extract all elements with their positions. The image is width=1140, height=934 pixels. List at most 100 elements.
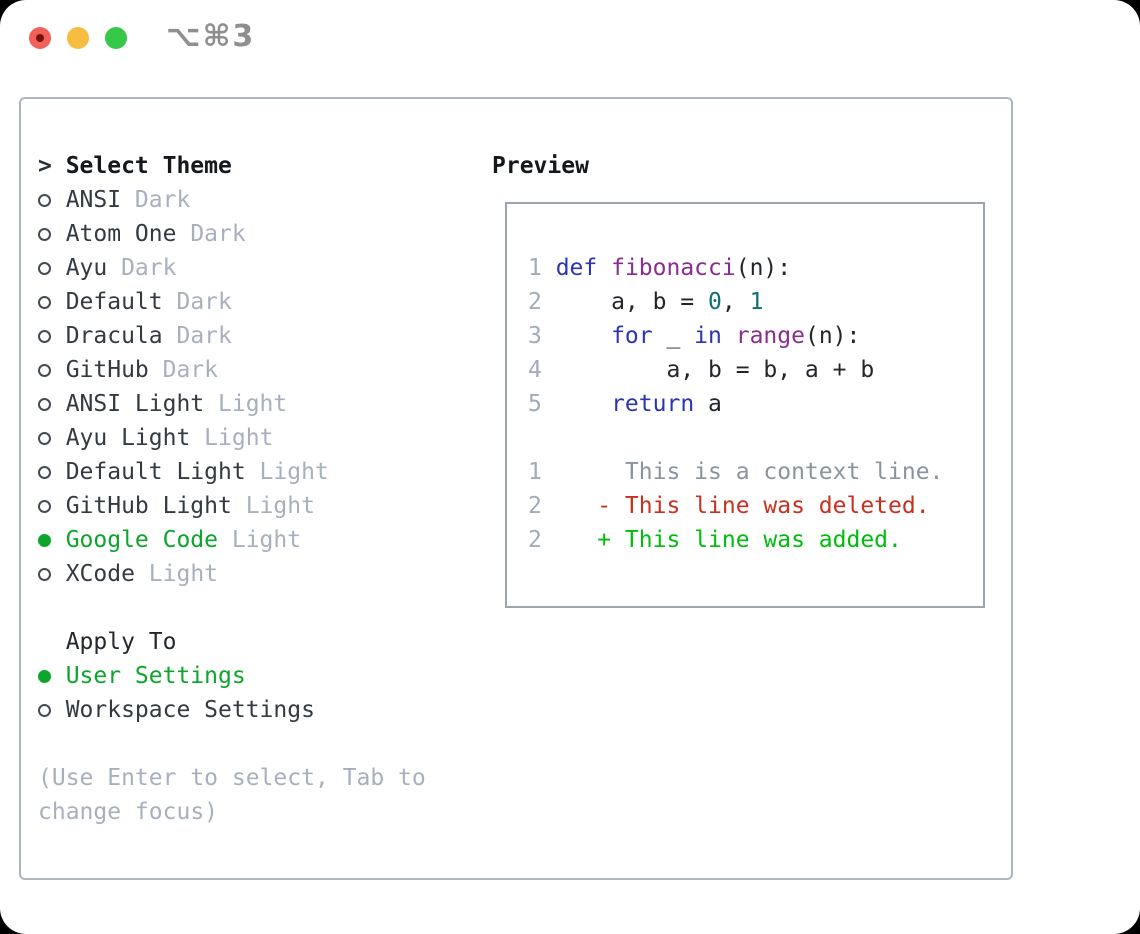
theme-variant-tag: Light: [245, 493, 315, 519]
radio-selected-icon: [38, 533, 66, 547]
diff-line-ctx: 1 This is a context line.: [528, 455, 983, 489]
diff-line-del: 2 - This line was deleted.: [528, 489, 983, 523]
theme-name: ANSI Light: [65, 391, 205, 417]
radio-icon: [38, 703, 66, 717]
code-token: a, b =: [555, 289, 709, 315]
theme-variant-tag: Light: [148, 561, 219, 587]
theme-name: Google Code: [65, 527, 219, 553]
theme-variant-tag: Light: [218, 391, 288, 417]
code-line: 1 def fibonacci(n):: [528, 251, 983, 285]
code-token: range: [735, 323, 805, 349]
line-number: 1: [528, 255, 542, 281]
radio-icon: [38, 363, 66, 377]
code-token: return: [611, 391, 695, 417]
diff-line-add: 2 + This line was added.: [528, 523, 983, 557]
diff-text: + This line was added.: [555, 527, 902, 553]
apply-option-user-settings[interactable]: User Settings: [38, 659, 453, 693]
code-token: for: [611, 323, 653, 349]
theme-option-ansi-light[interactable]: ANSI Light Light: [38, 387, 453, 421]
radio-icon: [38, 465, 66, 479]
theme-option-xcode[interactable]: XCode Light: [38, 557, 453, 591]
code-token: ,: [721, 289, 750, 315]
theme-variant-tag: Dark: [162, 357, 219, 383]
code-token: def: [555, 255, 598, 281]
theme-option-github-light[interactable]: GitHub Light Light: [38, 489, 453, 523]
window-title: ⌥⌘3: [166, 19, 256, 54]
theme-name: Dracula: [65, 323, 163, 349]
select-theme-header: > Select Theme: [38, 149, 453, 183]
line-number: 2: [528, 527, 542, 553]
radio-icon: [38, 261, 66, 275]
line-number: 1: [528, 459, 542, 485]
radio-icon: [38, 193, 66, 207]
theme-name: Ayu Light: [65, 425, 191, 451]
apply-option-name: User Settings: [65, 663, 246, 689]
apply-option-name: Workspace Settings: [65, 697, 315, 723]
radio-icon: [38, 329, 66, 343]
radio-selected-icon: [38, 669, 66, 683]
traffic-lights: [29, 27, 127, 49]
radio-icon: [38, 431, 66, 445]
code-token: 0: [708, 289, 722, 315]
hint-text: (Use Enter to select, Tab to change focu…: [38, 765, 426, 825]
theme-variant-tag: Dark: [176, 323, 232, 349]
code-token: [722, 323, 736, 349]
select-theme-label: Select Theme: [65, 153, 232, 179]
theme-name: Default: [65, 289, 163, 315]
code-line: 3 for _ in range(n):: [528, 319, 983, 353]
line-number: 3: [528, 323, 542, 349]
minimize-icon[interactable]: [67, 27, 89, 49]
theme-name: GitHub Light: [65, 493, 232, 519]
code-token: [597, 255, 611, 281]
spacer: [38, 727, 453, 761]
apply-to-header: Apply To: [38, 625, 453, 659]
code-line: 4 a, b = b, a + b: [528, 353, 983, 387]
theme-name: Ayu: [65, 255, 108, 281]
radio-icon: [38, 397, 66, 411]
radio-icon: [38, 295, 66, 309]
code-token: fibonacci: [611, 255, 736, 281]
diff-text: - This line was deleted.: [555, 493, 930, 519]
theme-option-dracula[interactable]: Dracula Dark: [38, 319, 453, 353]
code-line: 5 return a: [528, 387, 983, 421]
line-number: 4: [528, 357, 542, 383]
code-token: (n):: [804, 323, 861, 349]
code-token: (n):: [735, 255, 792, 281]
theme-option-ayu-light[interactable]: Ayu Light Light: [38, 421, 453, 455]
spacer: [38, 591, 453, 625]
zoom-icon[interactable]: [105, 27, 127, 49]
theme-name: XCode: [65, 561, 135, 587]
code-line: 2 a, b = 0, 1: [528, 285, 983, 319]
code-token: [556, 323, 611, 349]
unsaved-indicator-dot: [36, 34, 44, 42]
theme-name: ANSI: [65, 187, 122, 213]
close-icon[interactable]: [29, 27, 51, 49]
prompt-cursor-icon: >: [38, 153, 52, 179]
code-token: _: [652, 323, 695, 349]
apply-to-label: Apply To: [65, 629, 177, 655]
apply-option-workspace-settings[interactable]: Workspace Settings: [38, 693, 453, 727]
code-token: a: [694, 391, 722, 417]
theme-variant-tag: Light: [259, 459, 329, 485]
code-token: [556, 391, 611, 417]
theme-variant-tag: Light: [204, 425, 274, 451]
spacer: [528, 421, 983, 455]
preview-label: Preview: [492, 153, 589, 179]
line-number: 2: [528, 289, 542, 315]
theme-variant-tag: Dark: [190, 221, 246, 247]
radio-icon: [38, 567, 66, 581]
radio-icon: [38, 499, 66, 513]
radio-icon: [38, 227, 66, 241]
